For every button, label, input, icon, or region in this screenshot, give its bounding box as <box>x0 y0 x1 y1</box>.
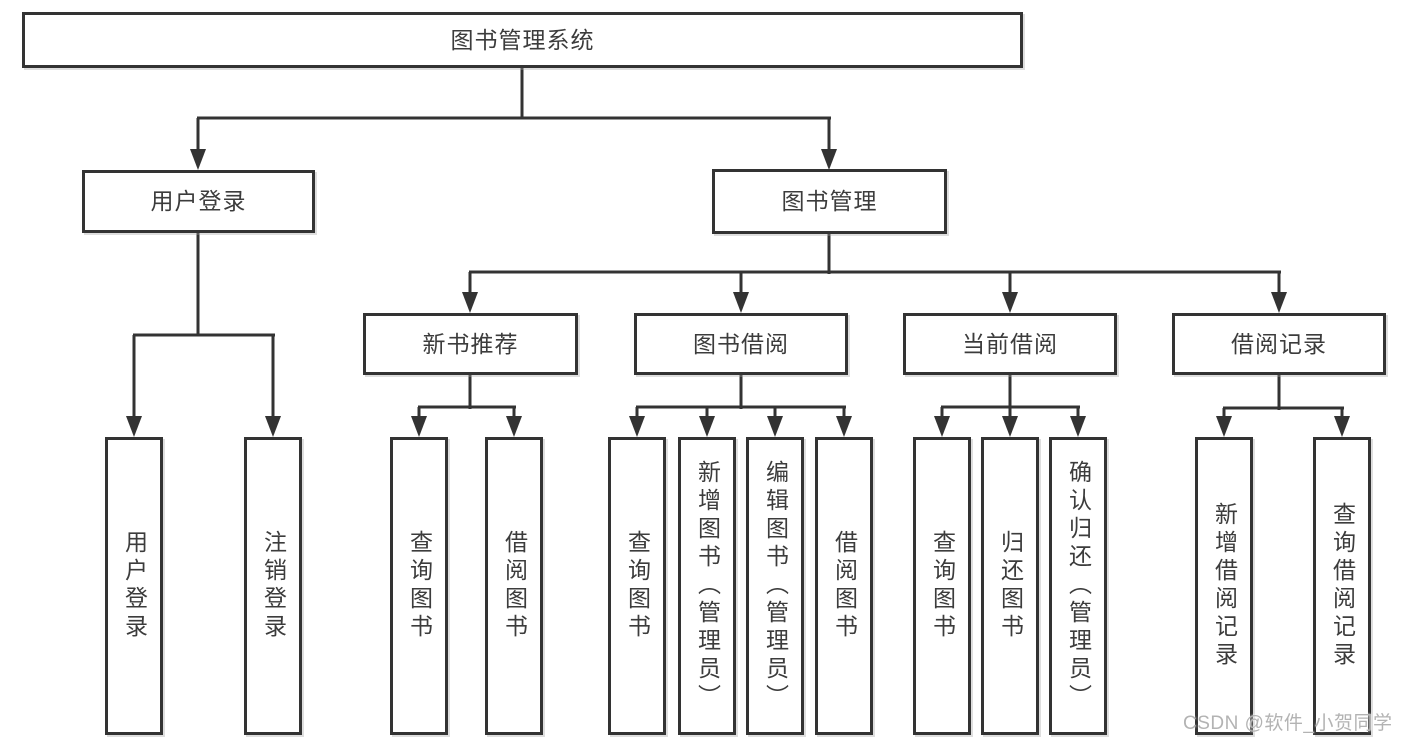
node-new-book-recommend: 新书推荐 <box>363 313 578 375</box>
leaf-query-books-current: 查询图书 <box>913 437 971 735</box>
leaf-query-books-borrow-label: 查询图书 <box>624 530 651 642</box>
node-book-management-label: 图书管理 <box>781 188 878 214</box>
node-new-book-recommend-label: 新书推荐 <box>422 330 519 357</box>
leaf-add-borrow-record: 新增借阅记录 <box>1195 437 1253 735</box>
csdn-watermark: CSDN @软件_小贺同学 <box>1183 713 1393 734</box>
leaf-user-login: 用户登录 <box>105 437 163 735</box>
node-current-borrow-label: 当前借阅 <box>962 330 1058 357</box>
leaf-borrow-books-label: 借阅图书 <box>831 530 858 642</box>
leaf-logout: 注销登录 <box>244 437 302 735</box>
leaf-query-books-current-label: 查询图书 <box>929 530 956 642</box>
leaf-add-borrow-record-label: 新增借阅记录 <box>1211 502 1238 670</box>
leaf-user-login-label: 用户登录 <box>121 530 148 642</box>
node-borrow-records-label: 借阅记录 <box>1231 330 1327 357</box>
node-root: 图书管理系统 <box>22 12 1023 68</box>
leaf-borrow-books: 借阅图书 <box>815 437 873 735</box>
leaf-query-books-borrow: 查询图书 <box>608 437 666 735</box>
node-root-label: 图书管理系统 <box>450 26 595 53</box>
leaf-edit-books-admin-label: 编辑图书（管理员） <box>762 460 789 712</box>
node-user-login: 用户登录 <box>82 170 315 233</box>
node-borrow-records: 借阅记录 <box>1172 313 1386 375</box>
leaf-query-books-recommend-label: 查询图书 <box>406 530 433 642</box>
leaf-borrow-books-recommend: 借阅图书 <box>485 437 543 735</box>
leaf-edit-books-admin: 编辑图书（管理员） <box>746 437 804 735</box>
leaf-logout-label: 注销登录 <box>260 530 287 642</box>
leaf-query-borrow-record-label: 查询借阅记录 <box>1329 502 1356 670</box>
leaf-return-books-label: 归还图书 <box>997 530 1024 642</box>
leaf-confirm-return-admin-label: 确认归还（管理员） <box>1065 460 1092 712</box>
node-book-borrow-label: 图书借阅 <box>693 330 789 357</box>
leaf-query-books-recommend: 查询图书 <box>390 437 448 735</box>
node-current-borrow: 当前借阅 <box>903 313 1117 375</box>
leaf-return-books: 归还图书 <box>981 437 1039 735</box>
leaf-add-books-admin: 新增图书（管理员） <box>678 437 736 735</box>
leaf-add-books-admin-label: 新增图书（管理员） <box>694 460 721 712</box>
node-book-management: 图书管理 <box>712 169 947 234</box>
leaf-confirm-return-admin: 确认归还（管理员） <box>1049 437 1107 735</box>
node-book-borrow: 图书借阅 <box>634 313 848 375</box>
node-user-login-label: 用户登录 <box>150 188 247 214</box>
leaf-query-borrow-record: 查询借阅记录 <box>1313 437 1371 735</box>
leaf-borrow-books-recommend-label: 借阅图书 <box>501 530 528 642</box>
